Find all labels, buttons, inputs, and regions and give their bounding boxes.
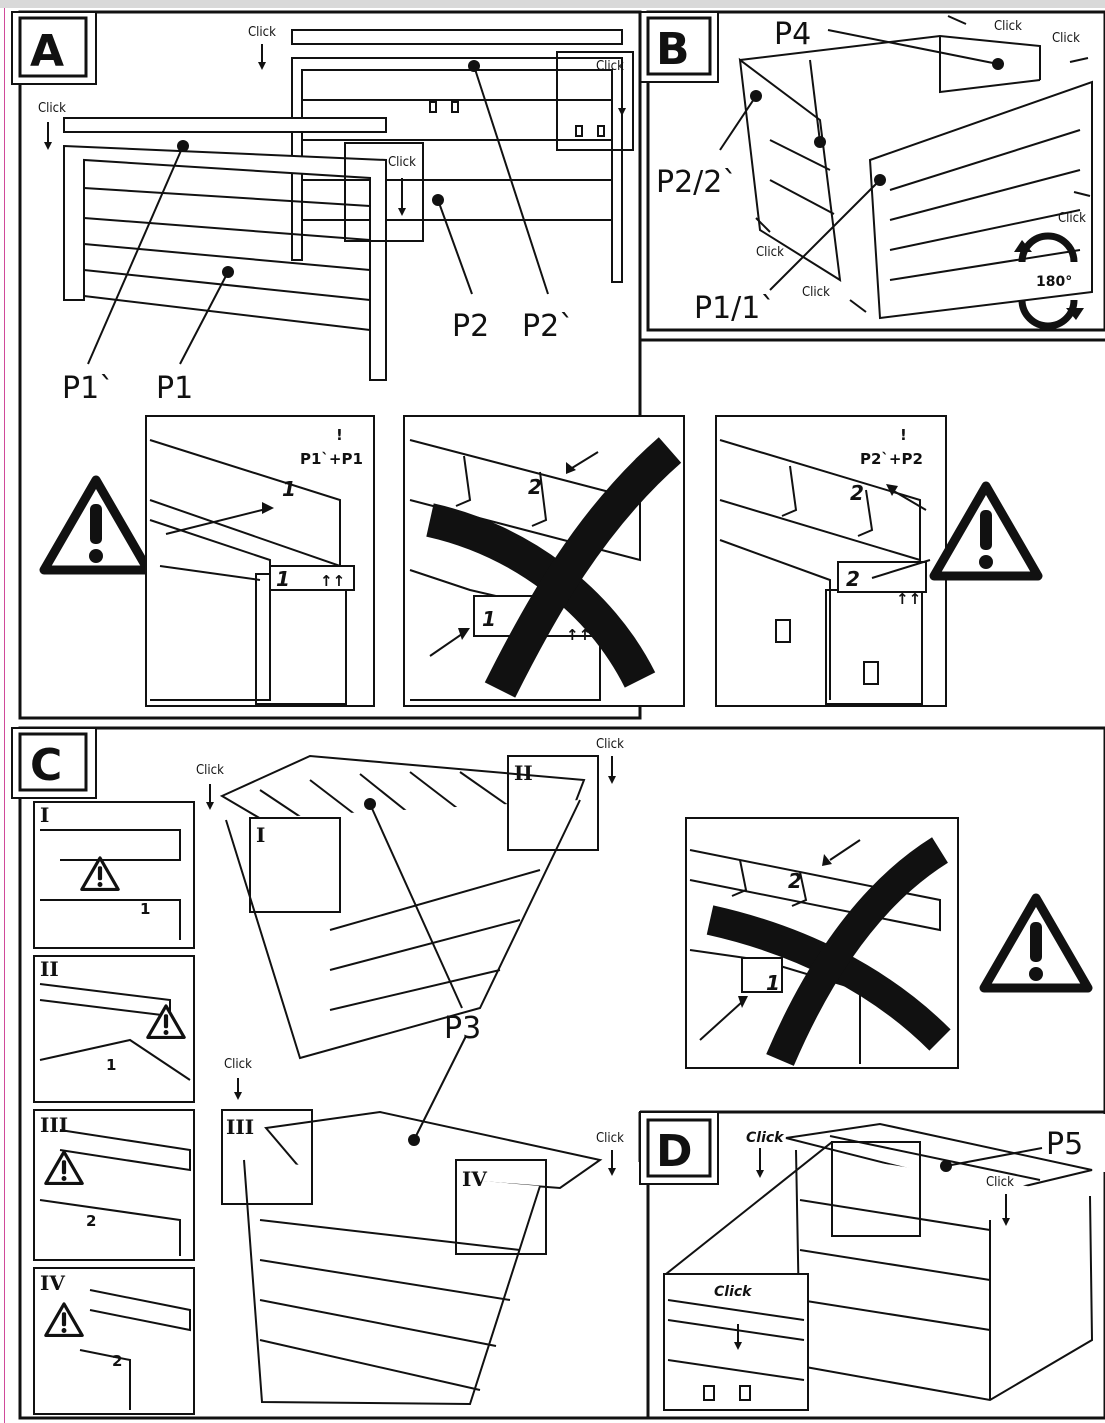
mark-two-a2: 2 bbox=[528, 475, 542, 499]
part-label-p2-2: P2/2` bbox=[656, 165, 737, 200]
substep-i-label: I bbox=[40, 803, 49, 827]
substep-ii-mark: 1 bbox=[106, 1056, 116, 1074]
rotate-180-icon: 180° bbox=[1014, 232, 1084, 330]
mark-one-c: 1 bbox=[766, 971, 780, 995]
click-label-a1: Click bbox=[248, 25, 276, 40]
section-c: C I 1 II 1 III 2 IV 2 bbox=[11, 726, 1105, 1420]
panel-p1 bbox=[63, 117, 387, 381]
click-label-b5: Click bbox=[802, 285, 830, 300]
click-label-c2: Click bbox=[596, 737, 624, 752]
note-label-left: P1`+P1 bbox=[300, 450, 363, 468]
mark-up-a1: ↑↑ bbox=[320, 572, 345, 590]
click-label-b4: Click bbox=[756, 245, 784, 260]
substep-i-mark: 1 bbox=[140, 900, 150, 918]
part-label-p5: P5 bbox=[1046, 1127, 1083, 1162]
click-label-c1: Click bbox=[196, 763, 224, 778]
marker-ii: II bbox=[514, 761, 533, 785]
note-label-right: P2`+P2 bbox=[860, 450, 923, 468]
section-c-label: C bbox=[30, 740, 62, 791]
section-a: A Click Click bbox=[11, 10, 642, 720]
click-label-c4: Click bbox=[596, 1131, 624, 1146]
click-label-b2: Click bbox=[1052, 31, 1080, 46]
exclaim-mark-a1: ! bbox=[336, 426, 343, 444]
click-label-d2: Click bbox=[986, 1175, 1014, 1190]
warning-icon-a-right bbox=[934, 486, 1038, 576]
mark-one-a1: 1 bbox=[276, 567, 290, 591]
mark-up-a2: ↑↑ bbox=[566, 626, 591, 644]
click-label-b1: Click bbox=[994, 19, 1022, 34]
click-label-a2: Click bbox=[38, 101, 66, 116]
part-label-p1-prime: P1` bbox=[62, 371, 114, 406]
panel-p2 bbox=[291, 29, 623, 283]
detail-a-correct-2: 2 ↑↑ 2 ! P2`+P2 bbox=[715, 415, 947, 707]
marker-i: I bbox=[256, 823, 265, 847]
warning-icon-c bbox=[984, 898, 1088, 988]
section-d: D Click Click P5 Click bbox=[638, 1110, 1105, 1420]
detail-d: Click bbox=[663, 1273, 809, 1411]
box-upright: III IV bbox=[221, 1109, 603, 1406]
section-d-label: D bbox=[656, 1126, 693, 1177]
mark-up-a3: ↑↑ bbox=[896, 590, 921, 608]
mark-two-a3b: 2 bbox=[850, 481, 864, 505]
part-label-p3: P3 bbox=[444, 1011, 481, 1046]
page-edge-line bbox=[4, 8, 5, 1423]
click-label-a4: Click bbox=[596, 59, 624, 74]
mark-two-a3: 2 bbox=[846, 567, 860, 591]
click-label-b3: Click bbox=[1058, 211, 1086, 226]
top-bar bbox=[0, 0, 1105, 8]
section-b-label: B bbox=[656, 24, 690, 75]
part-label-p2-prime: P2` bbox=[522, 309, 574, 344]
click-label-c3: Click bbox=[224, 1057, 252, 1072]
section-a-label: A bbox=[30, 26, 64, 77]
marker-iii: III bbox=[226, 1115, 254, 1139]
substep-iv-label: IV bbox=[40, 1271, 65, 1295]
part-label-p1-1: P1/1` bbox=[694, 291, 775, 326]
substep-ii-label: II bbox=[40, 957, 59, 981]
click-label-d1: Click bbox=[746, 1130, 785, 1146]
click-label-d3: Click bbox=[714, 1284, 753, 1300]
rotation-label: 180° bbox=[1036, 274, 1072, 290]
detail-c-wrong: 1 2 bbox=[685, 817, 959, 1069]
warning-icon-a-left bbox=[44, 480, 148, 570]
detail-a-wrong: 1 ↑↑ 2 bbox=[403, 415, 685, 707]
part-label-p1: P1 bbox=[156, 371, 193, 406]
box-upside-down: I II bbox=[219, 754, 599, 1060]
part-label-p4: P4 bbox=[774, 17, 811, 52]
mark-two-c: 2 bbox=[788, 869, 802, 893]
mark-one-a1b: 1 bbox=[282, 477, 296, 501]
mark-one-a2: 1 bbox=[482, 607, 496, 631]
part-label-p2: P2 bbox=[452, 309, 489, 344]
substep-iii-mark: 2 bbox=[86, 1212, 96, 1230]
substep-iv-mark: 2 bbox=[112, 1352, 122, 1370]
detail-a-correct-1: 1 ↑↑ 1 ! P1`+P1 bbox=[145, 415, 375, 707]
click-label-a3: Click bbox=[388, 155, 416, 170]
exclaim-mark-a3: ! bbox=[900, 426, 907, 444]
substep-iii-label: III bbox=[40, 1113, 68, 1137]
section-b: B Click Click Click Click Click P4 P2/2`… bbox=[638, 10, 1105, 342]
marker-iv: IV bbox=[462, 1167, 487, 1191]
